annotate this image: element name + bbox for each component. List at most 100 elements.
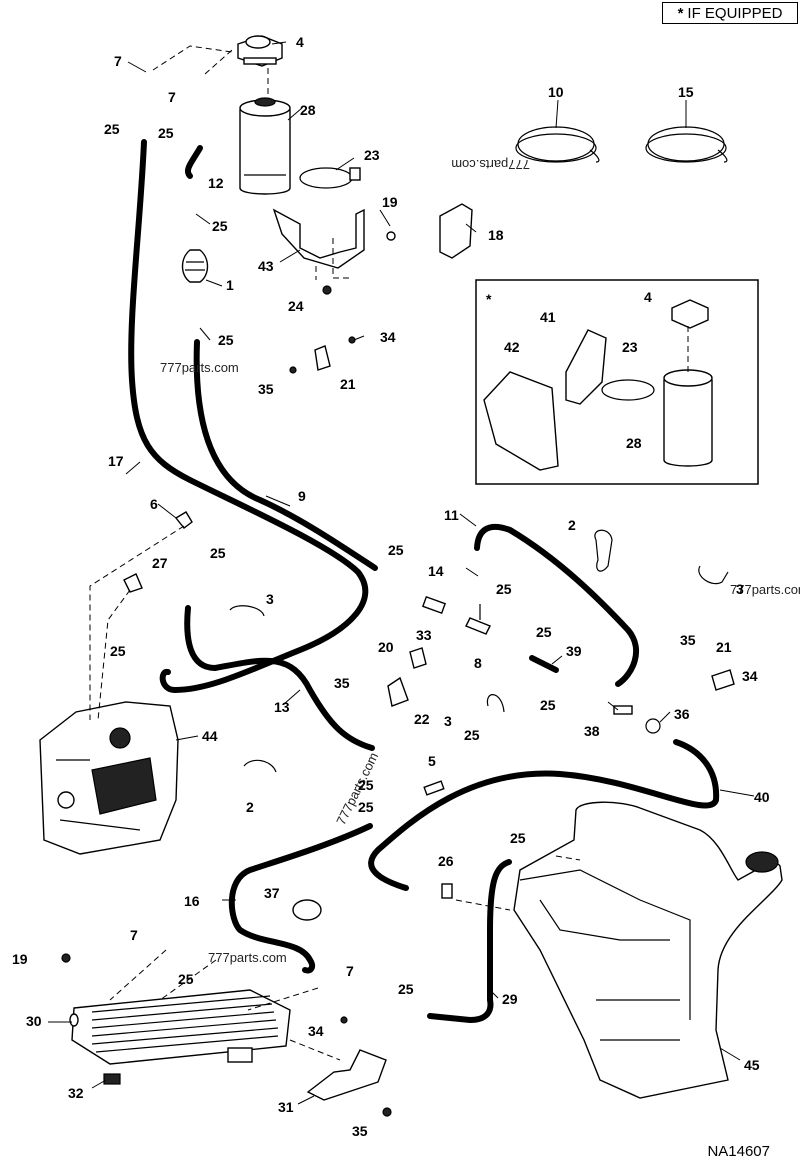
band-23	[299, 167, 353, 189]
mid-fittings	[123, 511, 735, 921]
callout-21: 21	[716, 639, 732, 655]
drawing-number: NA14607	[707, 1143, 770, 1160]
callout-24: 24	[288, 298, 304, 314]
callout-27: 27	[152, 555, 168, 571]
callout-7: 7	[346, 963, 354, 979]
primer-bulb-1	[181, 249, 209, 283]
callout-31: 31	[278, 1099, 294, 1115]
callout-29: 29	[502, 991, 518, 1007]
hoses	[128, 126, 728, 1023]
watermark-5: 777parts.com	[451, 157, 530, 172]
callout-25: 25	[536, 624, 552, 640]
callout-25: 25	[496, 581, 512, 597]
hose-11	[474, 523, 640, 687]
callout-35: 35	[334, 675, 350, 691]
callout-12: 12	[208, 175, 224, 191]
callout-17: 17	[108, 453, 124, 469]
callout-2: 2	[568, 517, 576, 533]
callout-25: 25	[540, 697, 556, 713]
inset-band-23	[601, 379, 655, 401]
callout-25: 25	[210, 545, 226, 561]
hose-coil-15	[645, 126, 728, 163]
watermark-1: 777parts.com	[160, 360, 239, 375]
callout-3: 3	[736, 581, 744, 597]
hose-17	[128, 139, 369, 693]
inset-callout-42: 42	[504, 339, 520, 355]
callout-18: 18	[488, 227, 504, 243]
fuel-cooler-30	[61, 953, 291, 1085]
callout-25: 25	[218, 332, 234, 348]
callout-9: 9	[298, 488, 306, 504]
callout-39: 39	[566, 643, 582, 659]
callout-14: 14	[428, 563, 444, 579]
callout-25: 25	[358, 777, 374, 793]
callout-35: 35	[352, 1123, 368, 1139]
callout-28: 28	[300, 102, 316, 118]
callout-25: 25	[388, 542, 404, 558]
callout-32: 32	[68, 1085, 84, 1101]
watermark-3: 777parts.com	[208, 950, 287, 965]
bracket-31	[306, 1049, 387, 1101]
hose-12	[184, 145, 203, 179]
callout-8: 8	[474, 655, 482, 671]
hose-40	[368, 739, 720, 891]
callout-23: 23	[364, 147, 380, 163]
callout-26: 26	[438, 853, 454, 869]
callout-25: 25	[212, 218, 228, 234]
filter-assembly	[181, 35, 473, 374]
callout-22: 22	[414, 711, 430, 727]
hose-16	[228, 823, 373, 974]
callout-34: 34	[308, 1023, 324, 1039]
callout-1: 1	[226, 277, 234, 293]
callout-21: 21	[340, 376, 356, 392]
if-equipped-legend: *IF EQUIPPED	[662, 2, 798, 24]
legend-star: *	[677, 5, 684, 22]
callout-35: 35	[680, 632, 696, 648]
callout-19: 19	[382, 194, 398, 210]
callout-34: 34	[742, 668, 758, 684]
inset-callout-41: 41	[540, 309, 556, 325]
sleeve-39	[529, 655, 559, 673]
callout-7: 7	[168, 89, 176, 105]
callout-25: 25	[464, 727, 480, 743]
clamps	[229, 529, 729, 773]
inset-head-4	[671, 299, 709, 329]
callout-3: 3	[444, 713, 452, 729]
bracket-43	[272, 208, 365, 269]
inset-callout-4: 4	[644, 289, 652, 305]
callout-37: 37	[264, 885, 280, 901]
callout-40: 40	[754, 789, 770, 805]
callout-7: 7	[130, 927, 138, 943]
hose-13	[184, 605, 375, 751]
callout-25: 25	[398, 981, 414, 997]
callout-44: 44	[202, 728, 218, 744]
hose-9	[193, 339, 378, 571]
callout-16: 16	[184, 893, 200, 909]
hose-coil-10	[515, 126, 600, 163]
inset-callout-23: 23	[622, 339, 638, 355]
inset-bracket-41	[565, 329, 607, 405]
hose-29	[427, 859, 512, 1023]
callout-2: 2	[246, 799, 254, 815]
watermark-2: 777parts.com	[730, 582, 800, 597]
callout-25: 25	[510, 830, 526, 846]
callout-36: 36	[674, 706, 690, 722]
callout-20: 20	[378, 639, 394, 655]
callout-15: 15	[678, 84, 694, 100]
callout-33: 33	[416, 627, 432, 643]
callout-11: 11	[444, 507, 459, 523]
dashed-routing	[89, 45, 689, 1061]
grommet-37	[292, 899, 322, 921]
callout-25: 25	[358, 799, 374, 815]
bracket-18	[439, 203, 473, 259]
callout-25: 25	[158, 125, 174, 141]
inset-star: *	[486, 291, 492, 307]
callout-3: 3	[266, 591, 274, 607]
callout-19: 19	[12, 951, 28, 967]
callout-25: 25	[104, 121, 120, 137]
fuel-tank-45	[513, 801, 783, 1099]
callout-5: 5	[428, 753, 436, 769]
callout-7: 7	[114, 53, 122, 69]
callout-25: 25	[178, 971, 194, 987]
